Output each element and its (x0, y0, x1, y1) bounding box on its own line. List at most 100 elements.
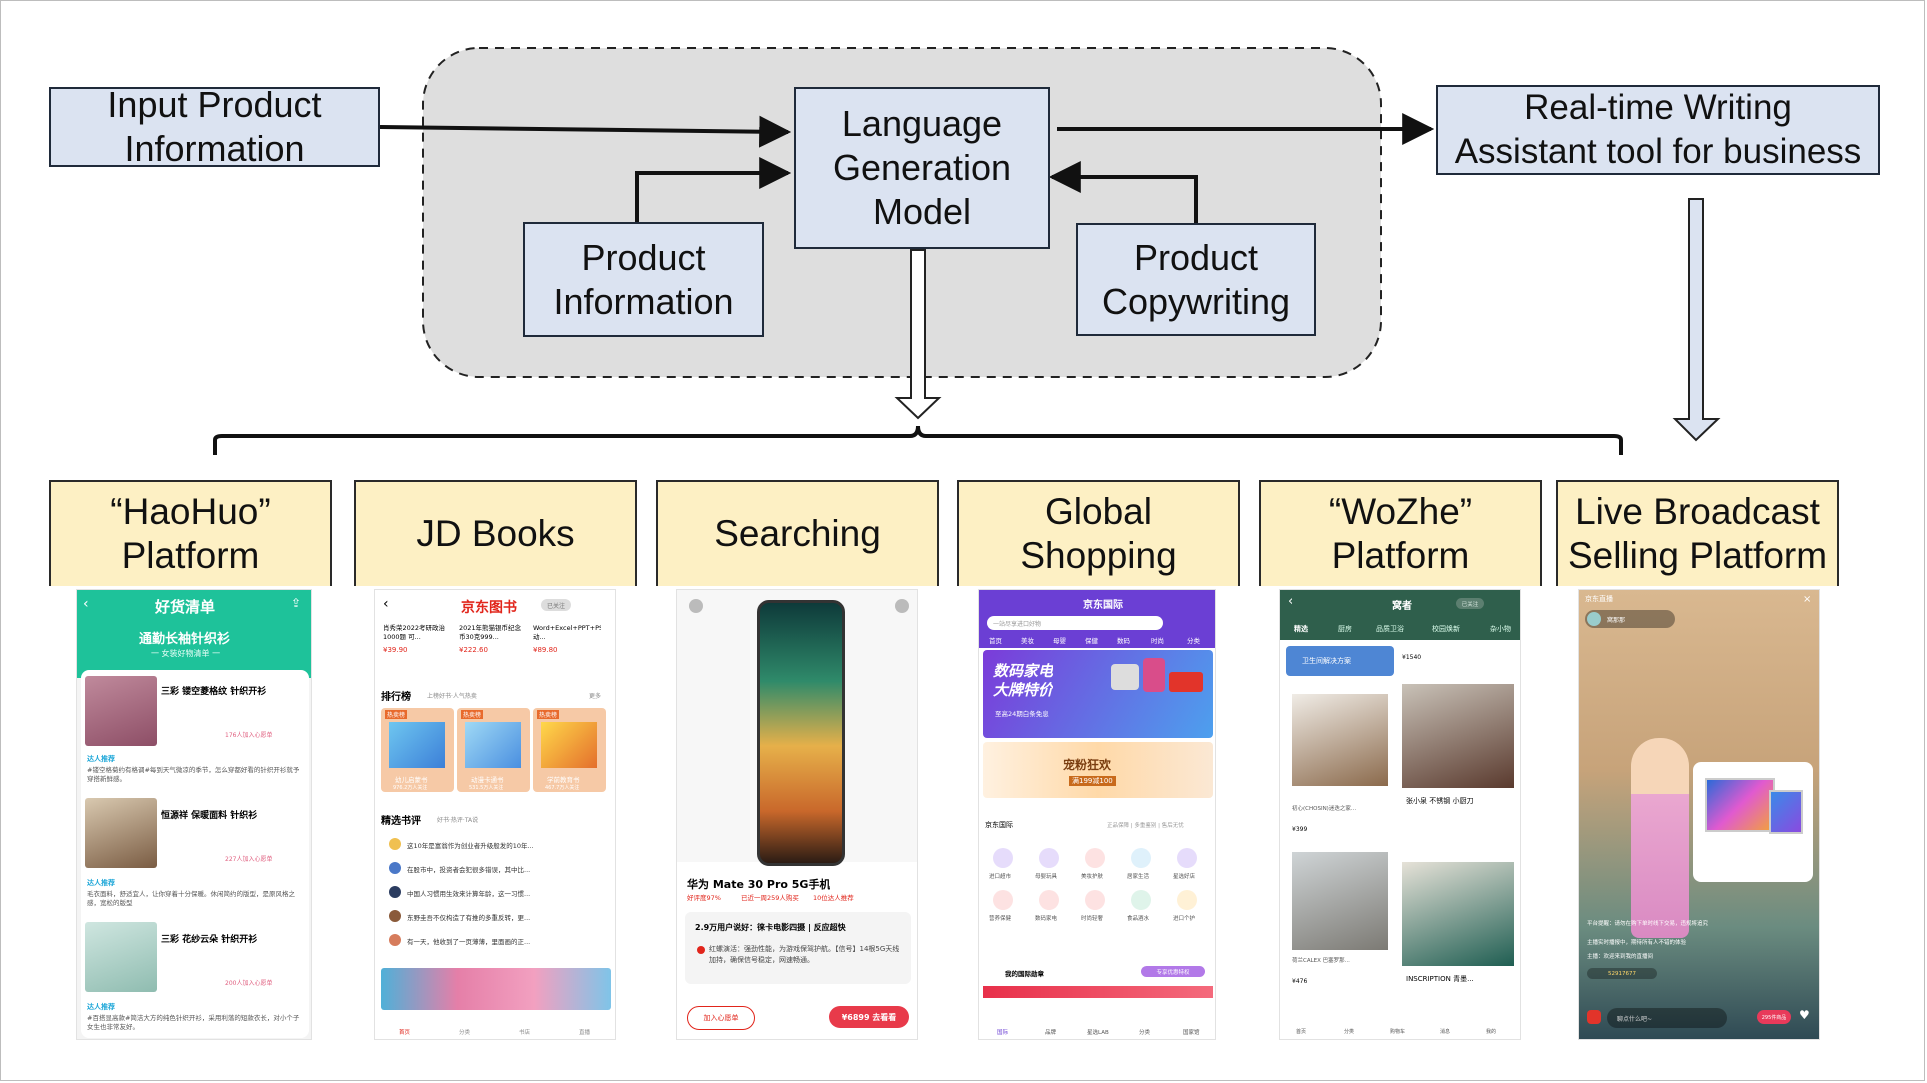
wozhe-tab[interactable]: 校园焕新 (1432, 625, 1460, 633)
badge-title: 我的国际勋章 (1005, 970, 1044, 978)
screenshot-global-shopping: 京东国际 一站尽享进口好物 首页 美妆 母婴 保健 数码 时尚 分类 数码家电 … (978, 589, 1216, 1040)
global-tab[interactable]: 保健 (1085, 637, 1098, 645)
buy-button[interactable]: ¥6899 去看看 (829, 1006, 909, 1028)
share-icon[interactable]: ⇪ (291, 596, 302, 610)
nav-item[interactable]: 分类 (1344, 1029, 1355, 1035)
section-subtitle: 正品保障 | 多重鉴别 | 售后无忧 (1107, 823, 1184, 829)
product-tag: 已近一周259人购买 (741, 894, 799, 902)
cart-icon[interactable] (1587, 1010, 1601, 1024)
review-title: 精选书评 (381, 816, 421, 827)
wish-count: 227人加入心愿单 (225, 856, 273, 863)
category-label[interactable]: 营养保健 (989, 916, 1012, 922)
review-text: 这10年是富翁作为创业者升级般发的10年... (407, 842, 534, 850)
item-title: 三彩 花纱云朵 针织开衫 (161, 935, 258, 945)
wozhe-tab[interactable]: 品质卫浴 (1376, 625, 1404, 633)
product-tag: 好评度97% (687, 894, 721, 902)
category-label[interactable]: 数码家电 (1035, 916, 1058, 922)
book-cover (389, 722, 445, 768)
jd-top-title: 肖秀荣2022考研政治1000题 可... (383, 624, 446, 641)
expert-text: 毛衣面料，舒适宜人，让你穿着十分保暖。休闲简约的版型，是原风格之感，宽松的版型 (87, 890, 295, 907)
global-tab[interactable]: 首页 (989, 637, 1002, 645)
jd-top-title: 2021年熊猫银币纪念币30克999... (459, 624, 522, 641)
nav-item[interactable]: 国际 (997, 1030, 1009, 1036)
wozhe-header: 窝者 (1392, 601, 1412, 612)
jd-top-price: ¥89.80 (533, 646, 558, 654)
nav-item[interactable]: 品牌 (1045, 1030, 1057, 1036)
haohuo-header: 好货清单 (155, 598, 216, 616)
wish-count: 176人加入心愿单 (225, 732, 273, 739)
nav-item[interactable]: 我的 (1486, 1029, 1497, 1035)
tab-live[interactable]: 直播 (579, 1030, 591, 1036)
category-label[interactable]: 母婴玩具 (1035, 874, 1058, 880)
nav-item[interactable]: 星选LAB (1087, 1030, 1109, 1036)
wozhe-tab[interactable]: 杂小物 (1490, 625, 1511, 633)
category-label[interactable]: 居家生活 (1127, 874, 1150, 880)
nav-item[interactable]: 国家馆 (1183, 1030, 1200, 1036)
global-tab[interactable]: 数码 (1117, 637, 1130, 645)
more-link[interactable]: 更多 (589, 693, 602, 700)
back-icon[interactable]: ‹ (383, 596, 389, 612)
ranking-subtitle: 上榜好书·人气热卖 (427, 693, 477, 700)
language-model-box: Language Generation Model (794, 87, 1050, 249)
card-price: ¥1540 (1402, 654, 1422, 661)
product-title: 华为 Mate 30 Pro 5G手机 (687, 878, 831, 891)
ranking-title: 排行榜 (381, 692, 411, 703)
rank-tag: 热卖榜 (461, 710, 484, 719)
search-input[interactable]: 一站尽享进口好物 (987, 616, 1163, 630)
like-icon[interactable]: ♥ (1799, 1008, 1810, 1022)
live-banner[interactable] (381, 968, 611, 1010)
nav-item[interactable]: 购物车 (1390, 1029, 1406, 1035)
category-label[interactable]: 时尚轻奢 (1081, 916, 1104, 922)
nav-item[interactable]: 消息 (1440, 1029, 1451, 1035)
tab-bookstore[interactable]: 书店 (519, 1030, 531, 1036)
hollow-arrow-assistant-down (1672, 198, 1721, 442)
global-tab[interactable]: 母婴 (1053, 637, 1066, 645)
close-icon[interactable]: × (1803, 594, 1812, 605)
tab-category[interactable]: 分类 (459, 1030, 471, 1036)
follow-badge[interactable]: 已关注 (1456, 598, 1484, 609)
global-tab[interactable]: 分类 (1187, 637, 1200, 645)
privilege-button[interactable]: 专享优惠特权 (1141, 966, 1205, 977)
card-price: ¥476 (1292, 978, 1308, 985)
expert-tag: 达人推荐 (87, 879, 115, 887)
share-icon[interactable] (895, 599, 909, 613)
jd-top-title: Word+Excel+PPT+PS+移动... (533, 624, 601, 641)
category-label[interactable]: 进口超市 (989, 874, 1012, 880)
tab-home[interactable]: 首页 (399, 1030, 411, 1036)
promo-banner[interactable] (983, 742, 1213, 798)
nav-item[interactable]: 分类 (1139, 1030, 1151, 1036)
promo-card[interactable] (1286, 646, 1394, 676)
host-badge[interactable]: 窝那那 (1585, 610, 1675, 628)
screenshot-jd-books: ‹ 京东图书 已关注 肖秀荣2022考研政治1000题 可... ¥39.90 … (374, 589, 616, 1040)
item-title: 恒源祥 保暖面料 针织衫 (161, 811, 258, 821)
product-image (85, 676, 157, 746)
back-icon[interactable] (689, 599, 703, 613)
add-to-wishlist-button[interactable]: 加入心愿单 (687, 1006, 755, 1030)
chat-input[interactable]: 聊点什么吧~ (1607, 1008, 1727, 1028)
back-icon[interactable]: ‹ (83, 596, 89, 612)
arrow-copywriting-to-model (1048, 161, 1198, 223)
category-label[interactable]: 食品酒水 (1127, 916, 1150, 922)
review-text: 中国人习惯用生效来计算年龄，这一习惯... (407, 890, 531, 898)
back-icon[interactable]: ‹ (1288, 594, 1294, 609)
category-label[interactable]: 美妆护肤 (1081, 874, 1104, 880)
global-tab[interactable]: 美妆 (1021, 637, 1034, 645)
platform-global-shopping: Global Shopping (957, 480, 1240, 586)
review-text: 东野圭吾不仅构造了有推的多重反转，更... (407, 914, 531, 922)
product-information-box: Product Information (523, 222, 764, 337)
wozhe-tab[interactable]: 厨房 (1338, 625, 1352, 633)
live-brand: 京东直播 (1585, 595, 1613, 603)
platform-searching: Searching (656, 480, 939, 586)
follow-badge[interactable]: 已关注 (541, 599, 571, 611)
screenshot-searching: 华为 Mate 30 Pro 5G手机 好评度97% 已近一周259人购买 10… (676, 589, 918, 1040)
category-label[interactable]: 进口个护 (1173, 916, 1196, 922)
digital-banner[interactable] (983, 650, 1213, 738)
arrow-productinfo-to-model (635, 157, 792, 222)
review-text: 在股市中，投资者会犯很多错误，其中比... (407, 866, 531, 874)
nav-item[interactable]: 首页 (1296, 1029, 1307, 1035)
category-label[interactable]: 星选好店 (1173, 874, 1196, 880)
card-title: INSCRIPTION 青墨... (1406, 975, 1474, 983)
wozhe-tab[interactable]: 精选 (1294, 625, 1308, 633)
product-count-badge[interactable]: 295件商品 (1757, 1010, 1791, 1024)
global-tab[interactable]: 时尚 (1151, 637, 1164, 645)
